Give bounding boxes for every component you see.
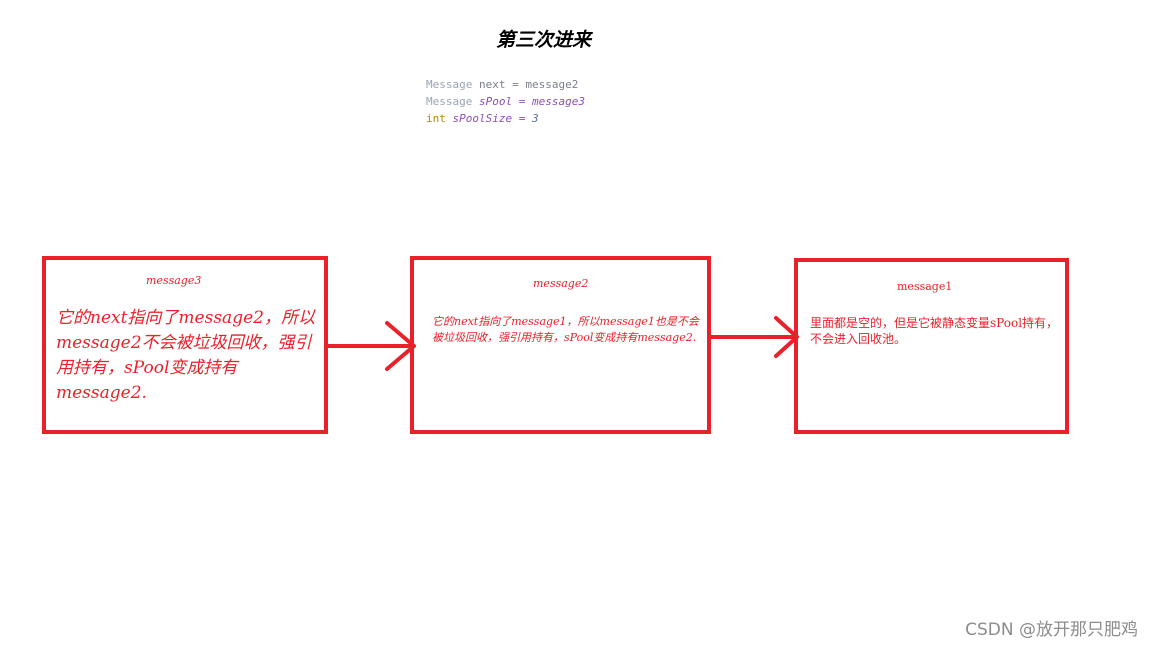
node-message3: message3 它的next指向了message2，所以message2不会被… — [42, 256, 328, 434]
node-heading: message1 — [897, 280, 953, 293]
node-heading: message3 — [146, 274, 202, 287]
diagram-title: 第三次进来 — [496, 29, 592, 51]
node-description: 它的next指向了message2，所以message2不会被垃圾回收，强引用持… — [56, 308, 315, 403]
node-message2: message2 它的next指向了message1，所以message1也是不… — [410, 256, 711, 434]
code-line-spool: Message sPool = message3 — [426, 95, 585, 108]
node-message1: message1 里面都是空的，但是它被静态变量sPool持有，不会进入回收池。 — [794, 258, 1069, 434]
node-description: 里面都是空的，但是它被静态变量sPool持有，不会进入回收池。 — [810, 316, 1059, 346]
code-line-spoolsize: int sPoolSize = 3 — [426, 112, 539, 125]
arrow-message2-to-message1 — [709, 316, 799, 358]
code-snippet: Message next = message2 Message sPool = … — [426, 76, 585, 127]
code-line-next: Message next = message2 — [426, 78, 579, 91]
watermark: CSDN @放开那只肥鸡 — [965, 620, 1138, 640]
node-heading: message2 — [533, 277, 589, 290]
node-description: 它的next指向了message1，所以message1也是不会被垃圾回收，强引… — [432, 315, 699, 344]
arrow-message3-to-message2 — [326, 321, 416, 371]
